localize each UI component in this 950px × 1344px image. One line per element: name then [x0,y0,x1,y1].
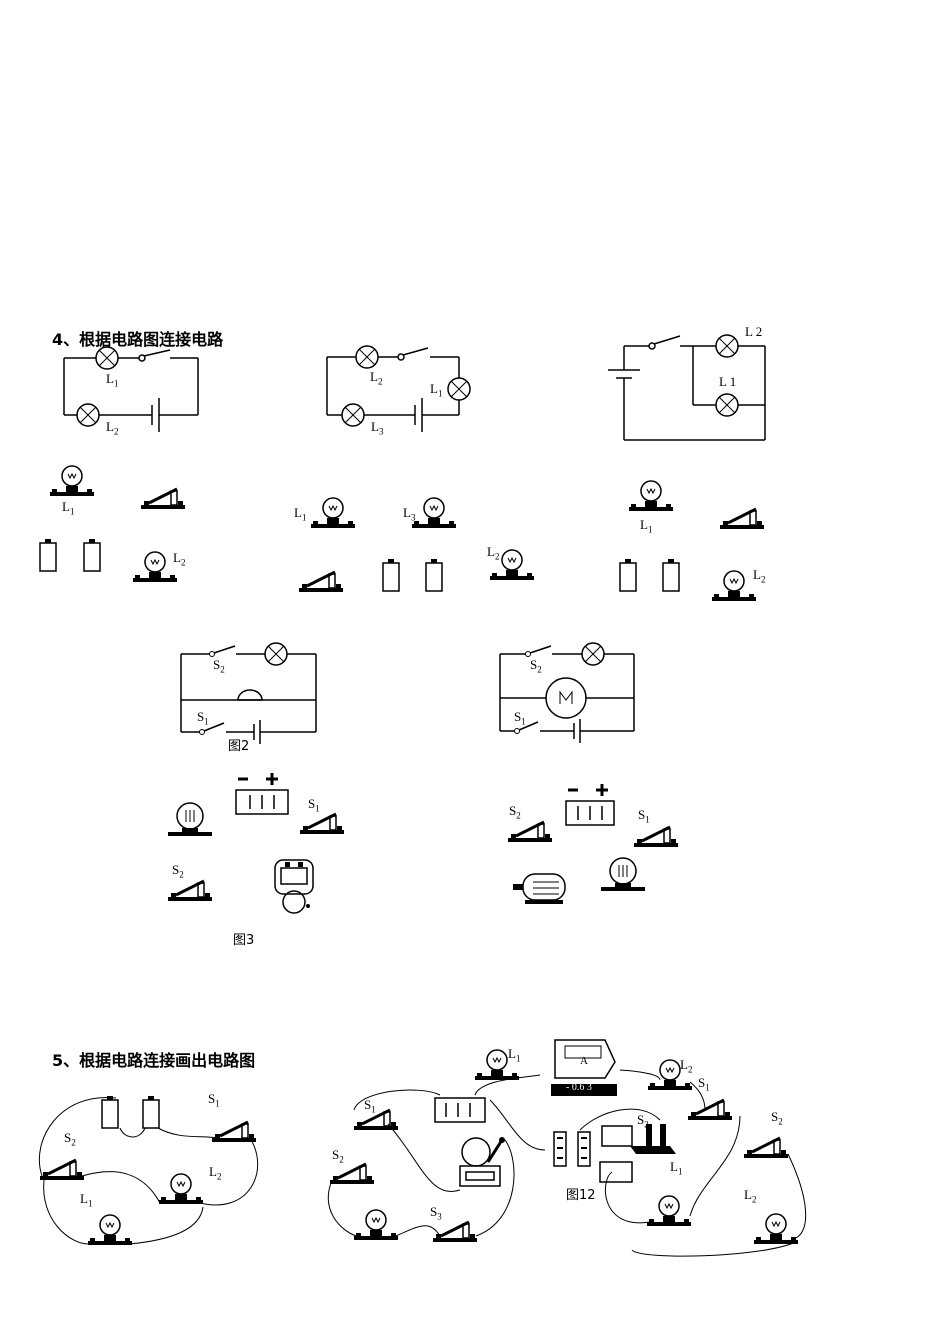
label-l2: L2 [106,419,119,437]
label-l1: L1 [294,505,307,523]
diagram-1 [63,346,199,432]
label-l2: L2 [173,550,186,568]
section4-heading: 4、根据电路图连接电路 [52,330,224,349]
label-l1: L1 [640,517,653,535]
label-l2: L2 [370,369,383,387]
label-l1: L1 [430,381,443,399]
label-s1: S1 [197,709,209,727]
label-l3: L3 [371,419,384,437]
caption-fig2: 图2 [228,739,250,754]
label-s1: S1 [208,1091,220,1109]
components-fig3-left [166,773,346,914]
components-3 [619,480,766,602]
caption-fig3: 图3 [233,933,255,948]
label-l2: L2 [487,544,500,562]
label-l2: L 2 [745,324,763,339]
label-s1: S1 [308,796,320,814]
label-s2: S2 [530,657,542,675]
label-l2: L2 [680,1057,693,1075]
label-s1: S1 [514,709,526,727]
meter-scale: - 0.6 3 [566,1082,592,1093]
label-s2: S2 [332,1147,344,1165]
ammeter-icon [551,1039,617,1096]
label-s1: S1 [638,807,650,825]
section5-physical-circuit [327,1039,807,1257]
label-l2: L2 [753,567,766,585]
label-s3: S3 [430,1204,442,1222]
label-s2: S2 [172,862,184,880]
section5-heading: 5、根据电路连接画出电路图 [52,1051,256,1070]
label-s2: S2 [637,1112,649,1130]
label-l1: L1 [508,1046,521,1064]
label-l2: L2 [744,1187,757,1205]
label-s2: S2 [213,657,225,675]
label-l1: L1 [62,499,75,517]
label-l1: L1 [670,1159,683,1177]
components-fig3-right [506,784,680,904]
label-l1: L1 [80,1191,93,1209]
diagram-fig2-right [499,642,635,743]
label-s2: S2 [509,803,521,821]
label-l1: L1 [106,371,119,389]
diagram-3 [608,334,766,441]
meter-letter: A [580,1055,588,1067]
label-s1: S1 [698,1075,710,1093]
caption-fig12: 图12 [566,1188,596,1203]
label-l1: L 1 [719,374,737,389]
label-s1: S1 [364,1097,376,1115]
label-s2: S2 [64,1130,76,1148]
label-l2: L2 [209,1164,222,1182]
label-s2: S2 [771,1109,783,1127]
diagram-fig2-left [180,642,317,744]
diagram-2 [326,345,471,432]
section5-left-circuit [38,1095,259,1246]
label-l3: L3 [403,505,416,523]
components-1 [39,465,187,583]
